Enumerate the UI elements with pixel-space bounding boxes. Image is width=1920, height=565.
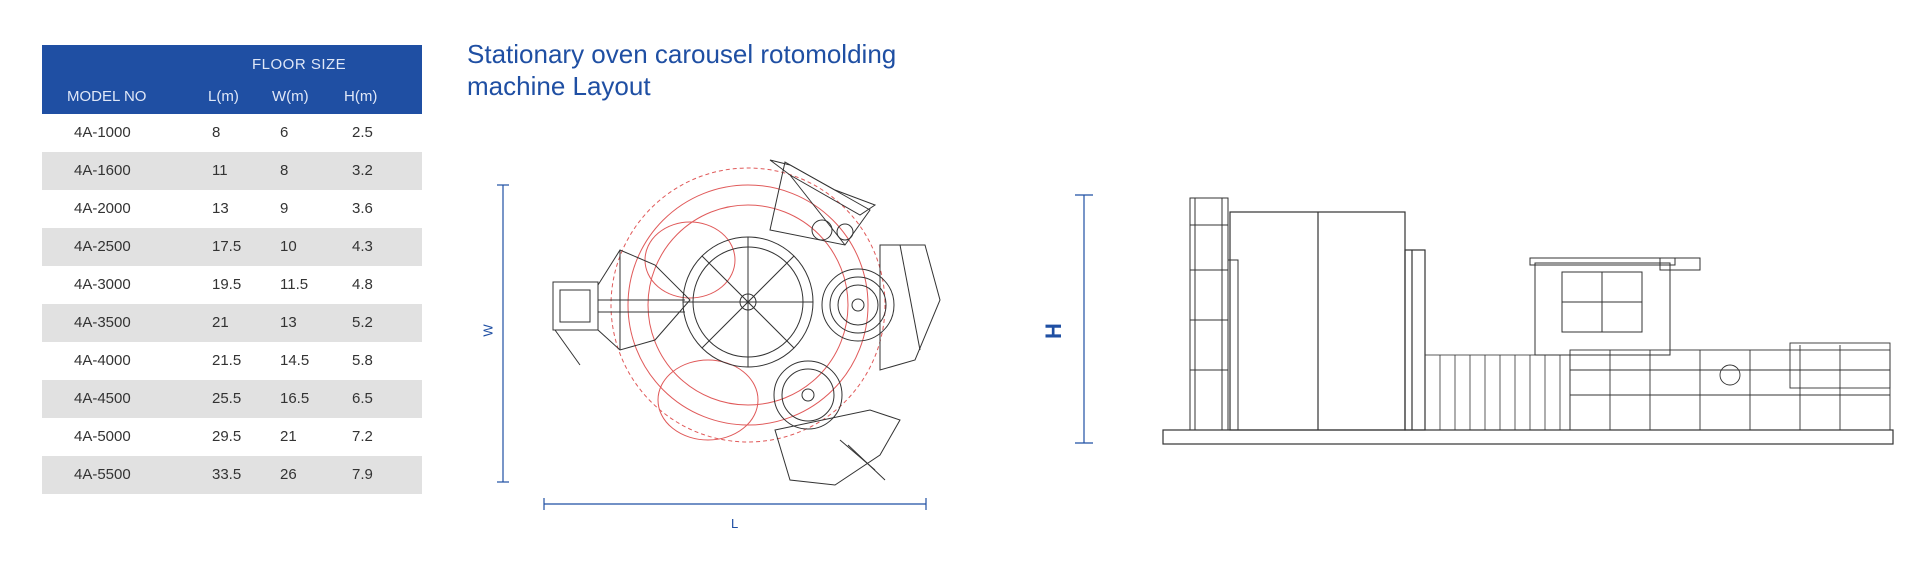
length-cell: 33.5 (212, 466, 242, 483)
length-cell: 29.5 (212, 428, 242, 445)
width-cell: 14.5 (280, 352, 310, 369)
oven-top (769, 159, 877, 246)
col-length: L(m) (208, 88, 239, 105)
length-cell: 25.5 (212, 390, 242, 407)
length-cell: 8 (212, 124, 221, 141)
width-cell: 26 (280, 466, 297, 483)
height-cell: 5.8 (352, 352, 373, 369)
model-cell: 4A-5500 (74, 466, 131, 483)
model-cell: 4A-2000 (74, 200, 131, 217)
height-cell: 2.5 (352, 124, 373, 141)
layout-title-line2: machine Layout (467, 71, 651, 101)
table-row: 4A-2500 17.5 10 4.3 (42, 228, 422, 266)
width-cell: 10 (280, 238, 297, 255)
table-row: 4A-3500 21 13 5.2 (42, 304, 422, 342)
col-width: W(m) (272, 88, 309, 105)
dimension-l-line (543, 498, 927, 510)
height-cell: 4.8 (352, 276, 373, 293)
dimension-w-line (497, 184, 509, 483)
carousel-path (610, 167, 886, 443)
width-cell: 13 (280, 314, 297, 331)
width-cell: 21 (280, 428, 297, 445)
height-cell: 7.9 (352, 466, 373, 483)
arm-bottom (773, 360, 901, 486)
table-row: 4A-4500 25.5 16.5 6.5 (42, 380, 422, 418)
cooling-section (1424, 354, 1571, 431)
model-cell: 4A-3500 (74, 314, 131, 331)
layout-title: Stationary oven carousel rotomolding mac… (467, 38, 987, 102)
width-cell: 8 (280, 162, 289, 179)
height-cell: 6.5 (352, 390, 373, 407)
table-row: 4A-1600 11 8 3.2 (42, 152, 422, 190)
table-row: 4A-1000 8 6 2.5 (42, 114, 422, 152)
length-cell: 11 (212, 162, 228, 179)
length-cell: 13 (212, 200, 229, 217)
width-cell: 6 (280, 124, 289, 141)
floor-size-table: FLOOR SIZE MODEL NO L(m) W(m) H(m) 4A-10… (42, 45, 422, 494)
model-cell: 4A-5000 (74, 428, 131, 445)
height-cell: 4.3 (352, 238, 373, 255)
table-row: 4A-2000 13 9 3.6 (42, 190, 422, 228)
side-tower (1189, 197, 1239, 431)
col-height: H(m) (344, 88, 378, 105)
col-model: MODEL NO (67, 88, 147, 105)
length-cell: 21 (212, 314, 229, 331)
dimension-h-line (1075, 194, 1093, 444)
dimension-h-label: H (1040, 323, 1066, 339)
table-row: 4A-5500 33.5 26 7.9 (42, 456, 422, 494)
length-cell: 21.5 (212, 352, 242, 369)
layout-title-line1: Stationary oven carousel rotomolding (467, 39, 897, 69)
width-cell: 9 (280, 200, 289, 217)
model-cell: 4A-3000 (74, 276, 131, 293)
model-cell: 4A-4000 (74, 352, 131, 369)
model-cell: 4A-4500 (74, 390, 131, 407)
length-cell: 17.5 (212, 238, 242, 255)
height-cell: 7.2 (352, 428, 373, 445)
model-cell: 4A-2500 (74, 238, 131, 255)
arm-right (821, 244, 941, 371)
model-cell: 4A-1000 (74, 124, 131, 141)
dimension-w-label: W (480, 324, 496, 337)
machine-base (1162, 429, 1894, 445)
right-platform (1569, 342, 1891, 431)
table-row: 4A-5000 29.5 21 7.2 (42, 418, 422, 456)
height-cell: 5.2 (352, 314, 373, 331)
table-header: FLOOR SIZE MODEL NO L(m) W(m) H(m) (42, 45, 422, 114)
carousel-hub (682, 236, 814, 368)
height-cell: 3.6 (352, 200, 373, 217)
height-cell: 3.2 (352, 162, 373, 179)
floor-size-header: FLOOR SIZE (252, 56, 347, 73)
width-cell: 11.5 (280, 276, 309, 293)
table-row: 4A-4000 21.5 14.5 5.8 (42, 342, 422, 380)
table-row: 4A-3000 19.5 11.5 4.8 (42, 266, 422, 304)
control-cabin (1529, 257, 1701, 356)
length-cell: 19.5 (212, 276, 242, 293)
loading-station (552, 249, 691, 366)
oven-chamber (1229, 211, 1426, 431)
dimension-l-label: L (731, 516, 739, 531)
width-cell: 16.5 (280, 390, 310, 407)
model-cell: 4A-1600 (74, 162, 131, 179)
